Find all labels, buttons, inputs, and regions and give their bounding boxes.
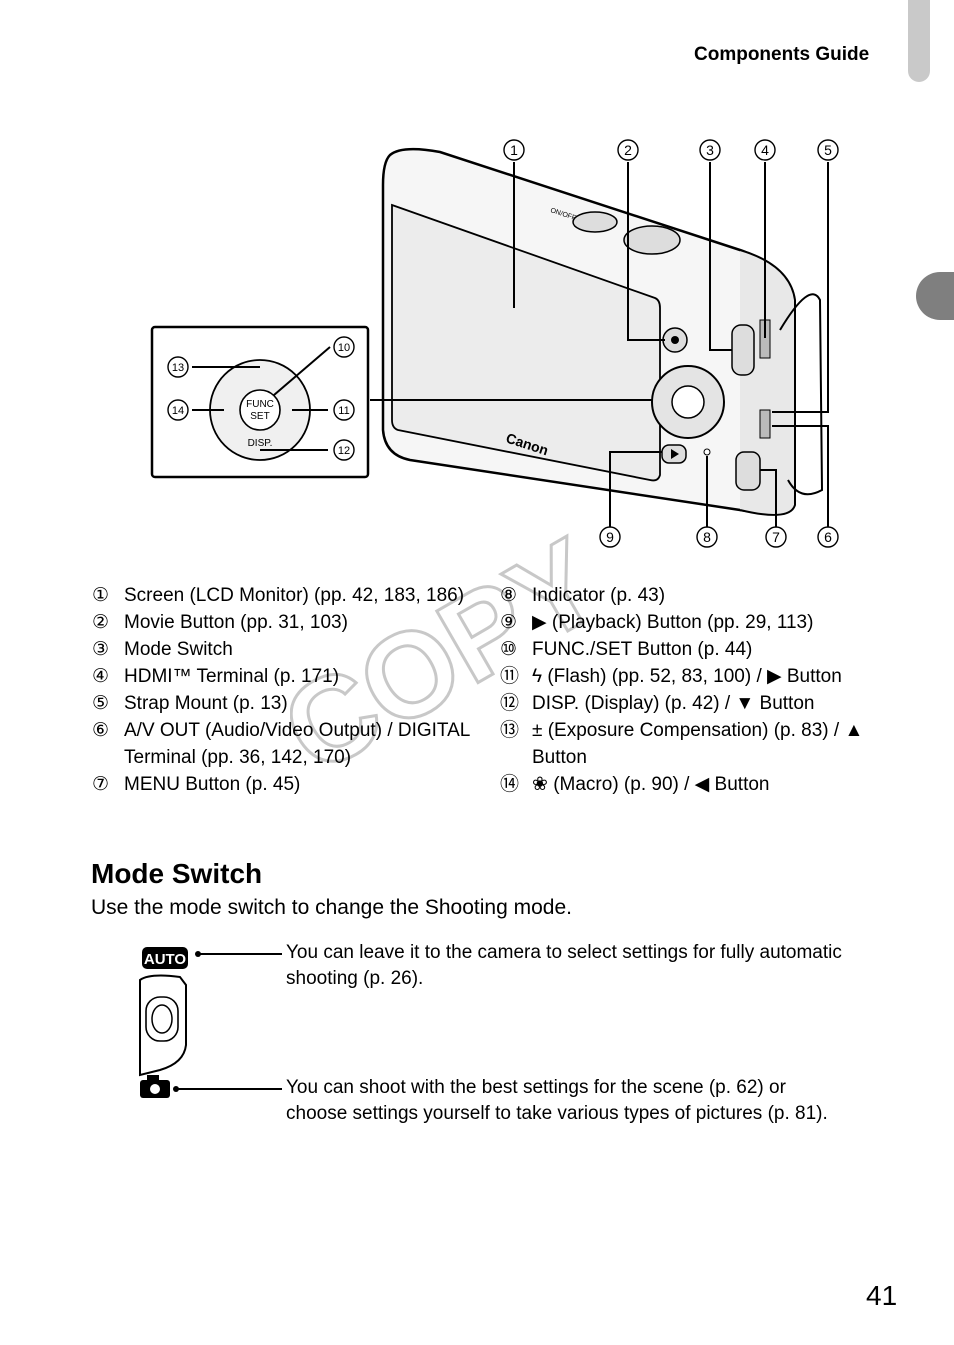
- indicator-lamp: [703, 448, 711, 456]
- callout-14: 14: [172, 405, 184, 417]
- list-item: ⑬± (Exposure Compensation) (p. 83) / ▲ B…: [500, 720, 864, 768]
- callout-6: 6: [824, 529, 832, 545]
- mode-switch-figure: AUTO: [139, 947, 282, 1098]
- power-button: [572, 211, 618, 233]
- callout-10: 10: [338, 342, 350, 354]
- dial-func-label: FUNC: [246, 399, 274, 410]
- callout-2: 2: [624, 142, 632, 158]
- auto-icon: [142, 947, 188, 969]
- callout-11: 11: [338, 405, 349, 417]
- menu-button: [735, 451, 761, 491]
- av-terminal: [759, 409, 771, 439]
- page-header-title: Components Guide: [694, 44, 870, 65]
- shutter-button: [623, 225, 681, 255]
- mode-switch: [731, 324, 755, 376]
- camera-diagram: ON/OFF Canon FUNC SET DISP.: [150, 139, 839, 548]
- lcd-screen: [391, 203, 661, 482]
- section-title: Mode Switch: [91, 858, 263, 889]
- list-item: ⑨▶ (Playback) Button (pp. 29, 113): [500, 612, 814, 633]
- auto-mode-description: You can leave it to the camera to select…: [286, 942, 842, 989]
- page-number: 41: [866, 1280, 898, 1311]
- callout-4: 4: [761, 142, 769, 158]
- header-tab-marker: [908, 0, 930, 82]
- copy-watermark: COPY: [290, 520, 610, 801]
- chapter-tab-marker: [916, 272, 954, 320]
- dial-disp-label: DISP.: [248, 438, 273, 449]
- callout-8: 8: [703, 529, 711, 545]
- callout-12: 12: [338, 445, 350, 457]
- section-description: Use the mode switch to change the Shooti…: [91, 896, 572, 919]
- strap: [779, 293, 824, 496]
- callout-5: 5: [824, 142, 832, 158]
- list-item: ⑭❀ (Macro) (p. 90) / ◀ Button: [500, 774, 770, 795]
- callout-1: 1: [510, 142, 518, 158]
- scene-mode-description: You can shoot with the best settings for…: [286, 1077, 828, 1124]
- callout-3: 3: [706, 142, 714, 158]
- callout-7: 7: [772, 529, 780, 545]
- callout-numbers: 1 2 3 4 5 6 7 8 9 10 11 12 13 14: [167, 139, 839, 548]
- callout-9: 9: [606, 529, 614, 545]
- dial-set-label: SET: [250, 411, 269, 422]
- callout-13: 13: [172, 362, 184, 374]
- auto-icon-label: AUTO: [144, 951, 187, 968]
